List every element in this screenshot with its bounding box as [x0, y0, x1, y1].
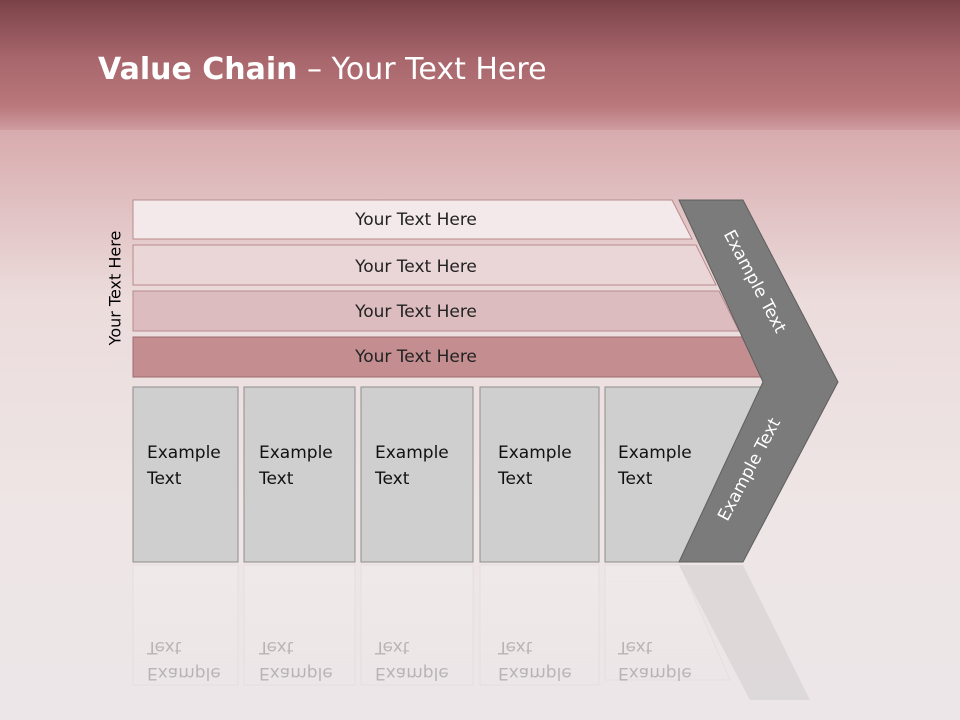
- row-label-4: Your Text Here: [354, 347, 477, 367]
- cell-text-reflection-1: Example Text: [147, 634, 221, 686]
- reflect-line2: Text: [498, 637, 533, 657]
- reflect-line1: Example: [147, 663, 221, 683]
- cell-line2: Text: [498, 469, 533, 489]
- cell-3: [360, 386, 474, 563]
- arrow-reflection: [679, 565, 810, 700]
- cell-line1: Example: [618, 443, 692, 463]
- cell-reflection-5: [604, 564, 731, 681]
- cell-line2: Text: [618, 469, 653, 489]
- reflect-line2: Text: [375, 637, 410, 657]
- cell-reflection-2: [243, 564, 356, 686]
- chevron-arrow: [678, 199, 839, 563]
- cell-line2: Text: [147, 469, 182, 489]
- cell-line2: Text: [375, 469, 410, 489]
- cell-text-reflection-2: Example Text: [259, 634, 333, 686]
- title-bar: [0, 0, 960, 130]
- cell-line2: Text: [259, 469, 294, 489]
- cell-line1: Example: [259, 443, 333, 463]
- reflect-line2: Text: [618, 637, 653, 657]
- cell-line1: Example: [498, 443, 572, 463]
- cell-1: [132, 386, 239, 563]
- cell-line1: Example: [375, 443, 449, 463]
- cell-reflection-1: [132, 564, 239, 686]
- cell-4: [479, 386, 600, 563]
- cell-reflection-4: [479, 564, 600, 686]
- row-label-1: Your Text Here: [354, 210, 477, 230]
- reflect-line1: Example: [375, 663, 449, 683]
- cell-2: [243, 386, 356, 563]
- cell-text-reflection-5: Example Text: [618, 634, 692, 686]
- cell-text-reflection-3: Example Text: [375, 634, 449, 686]
- reflect-line1: Example: [618, 663, 692, 683]
- row-bar-1: [132, 199, 693, 240]
- slide-title: Value Chain – Your Text Here: [98, 52, 547, 87]
- title-rest: – Your Text Here: [297, 52, 547, 87]
- cell-reflection-3: [360, 564, 474, 686]
- row-label-3: Your Text Here: [354, 302, 477, 322]
- reflection-group: [132, 564, 810, 700]
- reflect-line1: Example: [498, 663, 572, 683]
- title-bold: Value Chain: [98, 52, 298, 87]
- cell-line1: Example: [147, 443, 221, 463]
- reflect-line1: Example: [259, 663, 333, 683]
- reflect-line2: Text: [259, 637, 294, 657]
- row-bar-2: [132, 244, 717, 286]
- cell-text-reflection-4: Example Text: [498, 634, 572, 686]
- reflect-line2: Text: [147, 637, 182, 657]
- row-label-2: Your Text Here: [354, 257, 477, 277]
